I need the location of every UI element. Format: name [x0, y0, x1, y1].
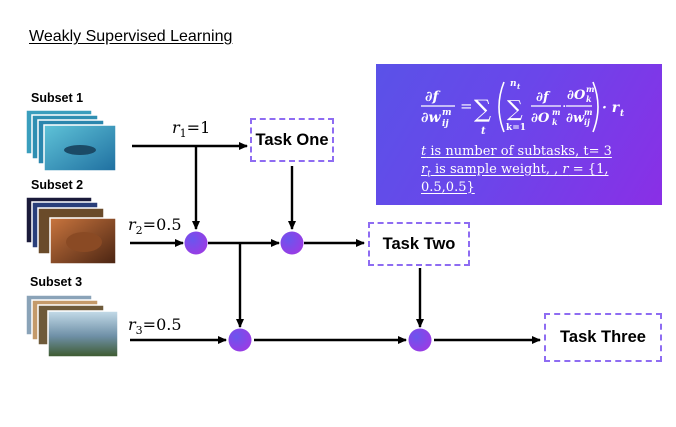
svg-text:k=1: k=1: [506, 123, 526, 133]
svg-text:∂f: ∂f: [536, 90, 551, 105]
svg-text:m: m: [552, 107, 560, 117]
svg-text:∂w: ∂w: [421, 110, 441, 126]
merge-node-c: [228, 328, 252, 352]
svg-text:t: t: [620, 109, 625, 119]
subset-1-label: Subset 1: [31, 91, 84, 105]
svg-text:∂w: ∂w: [566, 111, 585, 126]
subtasks-note: t is number of subtasks, t= 3: [421, 144, 612, 159]
svg-text:·: ·: [562, 99, 566, 115]
svg-text:ij: ij: [584, 117, 590, 127]
diagram-title: Weakly Supervised Learning: [29, 28, 233, 45]
svg-text:∂O: ∂O: [567, 88, 586, 103]
svg-text:=: =: [460, 97, 473, 115]
merge-node-a: [184, 231, 208, 255]
svg-text:m: m: [584, 107, 592, 117]
merge-node-b: [280, 231, 304, 255]
weight-r3-label: r3=0.5: [128, 315, 182, 338]
task-two-box: Task Two: [368, 222, 470, 266]
subset-2-label: Subset 2: [31, 178, 84, 192]
svg-text:∂f: ∂f: [425, 89, 441, 105]
gradient-formula-panel: ∂f ∂w m ij = ∑ t n t ∑ k=1 ∂f ∂O m k · ∂…: [376, 64, 662, 205]
subset-2-image-stack: [25, 196, 117, 265]
weight-r2-label: r2=0.5: [128, 215, 182, 238]
svg-text:∑: ∑: [474, 95, 491, 123]
svg-text:t: t: [481, 126, 486, 137]
svg-text:k: k: [552, 117, 558, 127]
svg-text:m: m: [586, 84, 594, 94]
subset-3-label: Subset 3: [30, 275, 83, 289]
gradient-equation: ∂f ∂w m ij = ∑ t n t ∑ k=1 ∂f ∂O m k · ∂…: [421, 79, 625, 137]
subset-1-image-stack: [25, 109, 117, 172]
subset-3-image-stack: [25, 294, 119, 358]
weight-r1-label: r1=1: [172, 118, 211, 141]
task-three-box: Task Three: [544, 313, 662, 362]
svg-text:∂O: ∂O: [531, 111, 550, 126]
merge-node-d: [408, 328, 432, 352]
svg-text:∑: ∑: [507, 97, 523, 122]
svg-text:· r: · r: [602, 100, 621, 116]
svg-text:n: n: [510, 79, 517, 89]
svg-text:m: m: [442, 108, 452, 118]
task-one-box: Task One: [250, 118, 334, 162]
sample-weight-note: rt is sample weight, , r = {1, 0.5,0.5}: [421, 162, 609, 195]
svg-text:ij: ij: [442, 119, 449, 129]
svg-text:t: t: [517, 82, 521, 91]
svg-text:k: k: [586, 94, 592, 104]
